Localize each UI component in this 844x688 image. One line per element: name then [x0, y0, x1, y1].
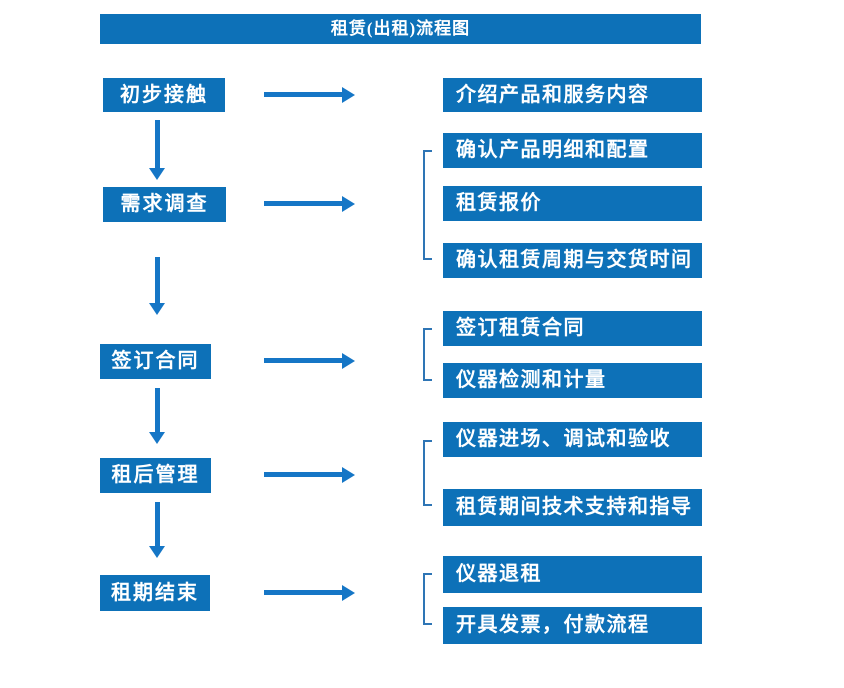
arrow-right-icon: [264, 196, 355, 212]
arrow-shaft: [264, 472, 342, 477]
detail-box: 仪器检测和计量: [443, 363, 702, 398]
arrow-right-icon: [264, 585, 355, 601]
arrow-right-icon: [264, 87, 355, 103]
arrow-head: [342, 585, 355, 601]
detail-box: 介绍产品和服务内容: [443, 78, 702, 112]
arrow-head: [149, 303, 165, 315]
arrow-head: [342, 87, 355, 103]
detail-box: 确认租赁周期与交货时间: [443, 243, 702, 278]
arrow-shaft: [264, 590, 342, 595]
arrow-down-icon: [149, 388, 166, 444]
arrow-shaft: [155, 257, 160, 304]
arrow-down-icon: [149, 257, 166, 315]
arrow-shaft: [264, 358, 342, 363]
detail-box: 开具发票，付款流程: [443, 607, 702, 644]
arrow-down-icon: [149, 120, 166, 180]
detail-box: 租赁期间技术支持和指导: [443, 489, 702, 526]
step-box-initial-contact: 初步接触: [103, 78, 225, 112]
arrow-head: [342, 353, 355, 369]
detail-box: 确认产品明细和配置: [443, 133, 702, 168]
detail-box: 仪器退租: [443, 556, 702, 593]
arrow-shaft: [155, 120, 160, 169]
arrow-right-icon: [264, 353, 355, 369]
arrow-shaft: [264, 201, 342, 206]
group-bracket-icon: [423, 440, 432, 506]
diagram-title: 租赁(出租)流程图: [100, 14, 701, 44]
group-bracket-icon: [423, 573, 432, 625]
arrow-head: [149, 546, 165, 558]
detail-box: 仪器进场、调试和验收: [443, 422, 702, 457]
arrow-head: [149, 168, 165, 180]
group-bracket-icon: [423, 328, 432, 381]
step-box-sign-contract: 签订合同: [100, 344, 211, 379]
step-box-rental-end: 租期结束: [100, 575, 210, 611]
step-box-post-rental-management: 租后管理: [100, 458, 211, 493]
arrow-shaft: [155, 502, 160, 547]
arrow-down-icon: [149, 502, 166, 558]
arrow-head: [342, 467, 355, 483]
detail-box: 租赁报价: [443, 186, 702, 221]
arrow-right-icon: [264, 467, 355, 483]
detail-box: 签订租赁合同: [443, 311, 702, 346]
group-bracket-icon: [423, 150, 432, 260]
arrow-shaft: [264, 92, 342, 97]
arrow-head: [149, 432, 165, 444]
step-box-demand-survey: 需求调查: [103, 187, 226, 222]
arrow-shaft: [155, 388, 160, 433]
arrow-head: [342, 196, 355, 212]
